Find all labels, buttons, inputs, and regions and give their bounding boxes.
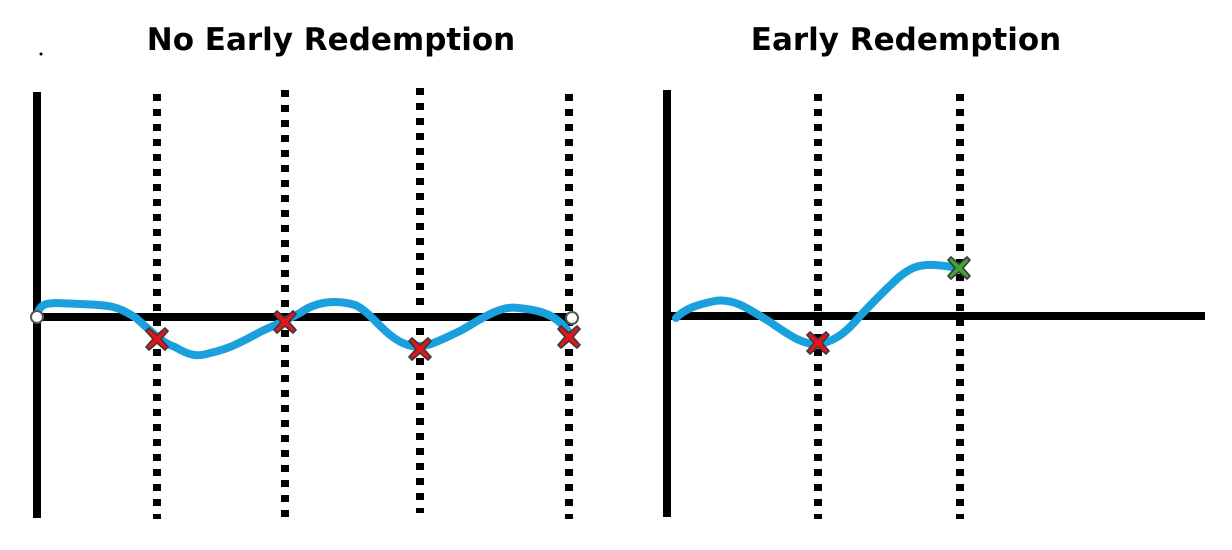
red-x-icon <box>144 326 170 352</box>
left-price-path <box>33 297 572 360</box>
red-x-icon <box>556 324 582 350</box>
panel-early-redemption: Early Redemption <box>663 22 1205 519</box>
left-panel-title: No Early Redemption <box>147 22 515 58</box>
stray-dot <box>39 52 43 56</box>
left-start-point <box>30 310 44 324</box>
left-end-point <box>565 311 579 325</box>
red-x-icon <box>272 309 298 335</box>
red-x-icon <box>407 336 433 362</box>
green-x-icon <box>946 255 972 281</box>
panel-no-early-redemption: No Early Redemption <box>30 22 582 519</box>
right-price-path <box>672 260 962 349</box>
right-panel-title: Early Redemption <box>751 22 1061 58</box>
red-x-icon <box>805 330 831 356</box>
